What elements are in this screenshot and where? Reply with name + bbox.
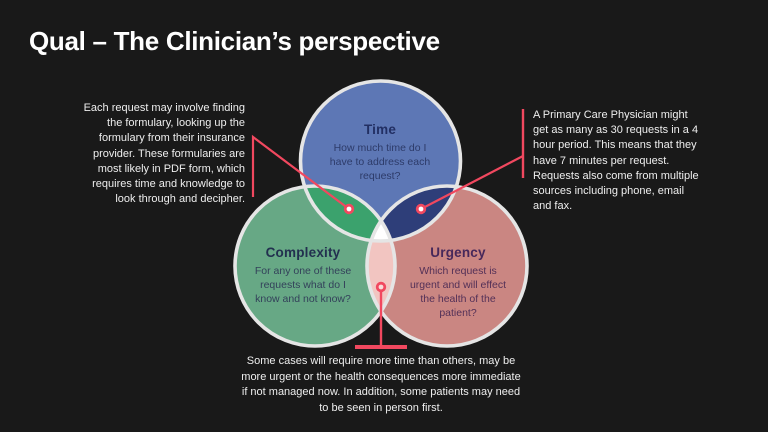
right-connector-line bbox=[420, 155, 524, 210]
urgency-circle-outline bbox=[365, 184, 529, 348]
left-annotation-text: Each request may involve finding the for… bbox=[83, 102, 245, 206]
time-circle-label: Time bbox=[363, 122, 397, 137]
left-connector-dot-icon bbox=[343, 203, 355, 215]
time-urgency-overlap bbox=[367, 186, 461, 241]
bottom-annotation-text: Some cases will require more time than o… bbox=[241, 355, 521, 414]
complexity-circle-label: Complexity bbox=[265, 245, 341, 260]
left-connector-line bbox=[251, 134, 350, 210]
right-annotation-text: A Primary Care Physician might get as ma… bbox=[533, 109, 699, 213]
right-connector-dot-icon bbox=[415, 203, 427, 215]
complexity-circle-description: For any one of these requests what do I … bbox=[254, 265, 352, 305]
page-title: Qual – The Clinician’s perspective bbox=[29, 26, 440, 56]
time-complexity-overlap bbox=[300, 186, 395, 241]
urgency-circle-label: Urgency bbox=[430, 245, 486, 260]
complexity-circle-outline bbox=[233, 184, 397, 348]
bottom-connector-dot-icon bbox=[375, 281, 387, 293]
time-circle-outline bbox=[298, 79, 463, 243]
time-circle-description: How much time do I have to address each … bbox=[329, 142, 431, 182]
urgency-circle-description: Which request is urgent and will effect … bbox=[409, 265, 507, 319]
